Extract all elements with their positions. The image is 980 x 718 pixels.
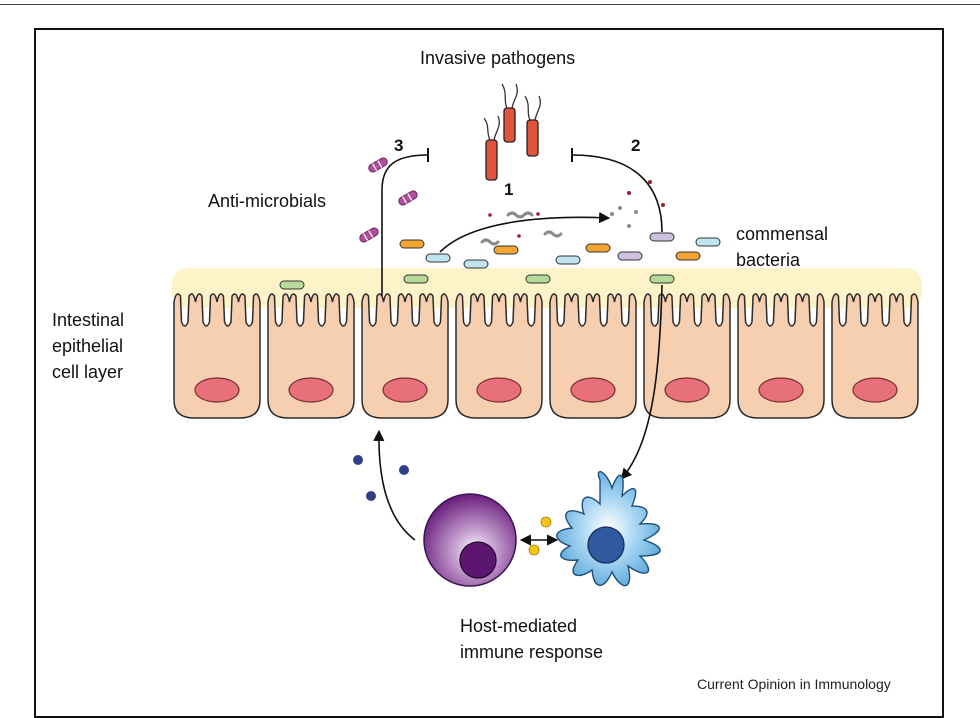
commensal-label-line1: commensal [736, 224, 829, 244]
commensal-bacterium-icon [649, 274, 675, 284]
cell-nucleus [758, 377, 804, 403]
commensal-label-line2: bacteria [736, 250, 801, 270]
cell-nucleus [476, 377, 522, 403]
commensal-bacterium-icon [555, 255, 581, 265]
antimicrobial-icon [398, 190, 418, 206]
invasive-pathogens-group [483, 83, 541, 181]
dendritic-cell-icon [556, 470, 661, 587]
antimicrobial-icon [368, 157, 388, 173]
commensal-bacterium-icon [649, 232, 675, 242]
pathway-2-inhibition-icon [571, 154, 663, 233]
b-cell-icon [423, 493, 517, 587]
cell-nucleus [664, 377, 710, 403]
pathway-3-inhibition-icon [381, 154, 429, 296]
commensal-bacterium-icon [617, 251, 643, 261]
intestinal-label-line1: Intestinal [52, 310, 125, 330]
step-1-label: 1 [504, 180, 514, 199]
step-3-label: 3 [394, 136, 404, 155]
cytokine-dot-icon [540, 516, 552, 528]
commensal-bacterium-icon [695, 237, 721, 247]
cell-nucleus [194, 377, 240, 403]
antimicrobials-group [359, 157, 418, 243]
step-2-label: 2 [631, 136, 641, 155]
top-rule [0, 4, 980, 5]
host-label-line1: Host-mediated [460, 616, 578, 636]
cytokine-dot-icon [353, 455, 363, 465]
cell-nucleus [852, 377, 898, 403]
host-label-line2: immune response [460, 642, 604, 662]
credit-label: Current Opinion in Immunology [697, 676, 891, 692]
pathway-1-arrow [439, 212, 611, 253]
commensal-bacterium-icon [425, 253, 451, 263]
commensal-bacterium-icon [525, 274, 551, 284]
cell-nucleus [288, 377, 334, 403]
commensal-bacterium-icon [675, 251, 701, 261]
commensal-bacterium-icon [463, 259, 489, 269]
anti-microbials-label: Anti-microbials [208, 191, 327, 211]
cytokine-dot-icon [366, 491, 376, 501]
pathogen-rod-icon [524, 95, 541, 157]
intestinal-label-line3: cell layer [52, 362, 124, 382]
cell-nucleus [382, 377, 428, 403]
commensal-bacterium-icon [279, 280, 305, 290]
cytokine-dot-icon [399, 465, 409, 475]
commensal-bacteria-group [279, 232, 721, 290]
commensal-bacterium-icon [403, 274, 429, 284]
pathogen-rod-icon [501, 83, 518, 143]
immune-feedback-arrow [373, 429, 416, 541]
epithelial-cell-layer [173, 293, 919, 419]
commensal-bacterium-icon [493, 245, 519, 255]
pathogen-rod-icon [483, 115, 500, 181]
mucus-layer [172, 268, 922, 308]
invasive-pathogens-label: Invasive pathogens [420, 48, 576, 68]
cytokine-dot-icon [528, 544, 540, 556]
cell-nucleus [570, 377, 616, 403]
sampling-arrow [620, 284, 663, 480]
commensal-bacterium-icon [585, 243, 611, 253]
particles-group [480, 180, 665, 246]
commensal-bacterium-icon [399, 239, 425, 249]
intestinal-label-line2: epithelial [52, 336, 124, 356]
antimicrobial-icon [359, 227, 379, 243]
